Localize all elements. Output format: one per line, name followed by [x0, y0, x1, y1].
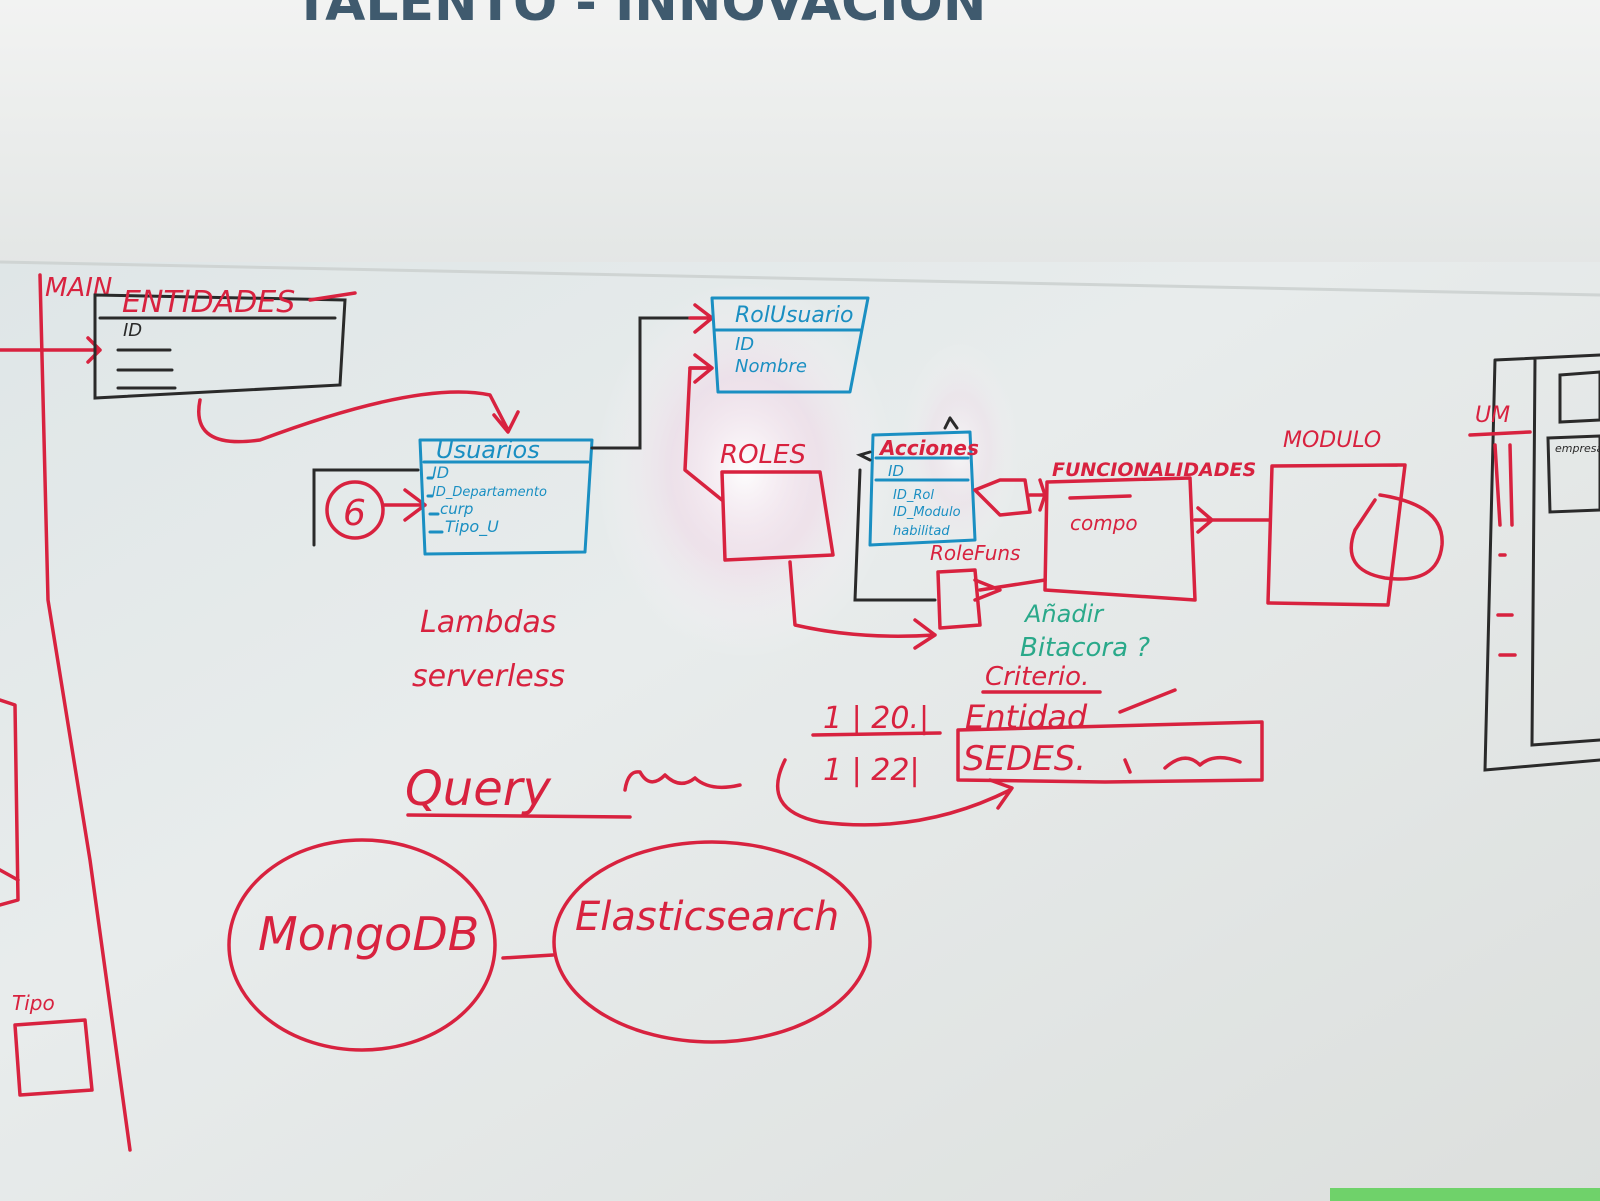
roles-acciones-link: [853, 468, 937, 602]
entidades-usuarios-link: [197, 390, 520, 444]
banner-text: TALENTO - INNOVACIÓN: [294, 0, 987, 33]
ratio-divider: [811, 731, 942, 737]
mongodb-bubble: MongoDB: [227, 838, 497, 1052]
rolefuns-funcionalidades-link: [973, 578, 1047, 602]
tipo-label: Tipo: [12, 991, 55, 1015]
funcionalidades-title: FUNCIONALIDADES: [1052, 459, 1256, 481]
elasticsearch-bubble: Elasticsearch: [552, 840, 872, 1044]
sedes-box: [956, 720, 1264, 784]
rolusuario-roles-link: [683, 366, 724, 502]
bitacora-note-1: Añadir: [1023, 600, 1105, 628]
mongodb-label: MongoDB: [258, 907, 479, 961]
usuarios-rolusuario-link: [590, 316, 712, 450]
board-top-edge: [0, 260, 1600, 297]
main-arrow: [0, 336, 102, 364]
bitacora-note-2: Bitacora ?: [1020, 633, 1150, 663]
entidad-check: [1118, 688, 1177, 714]
right-side-sketch: empresa UM: [1468, 353, 1600, 772]
entidades-field-id: ID: [123, 320, 142, 341]
acciones-box: Acciones ID ID_Rol ID_Modulo habilitad: [855, 416, 979, 547]
elastic-mongo-link: [501, 953, 555, 960]
um-label: UM: [1475, 403, 1510, 428]
rolusuario-box: RolUsuario ID Nombre: [710, 296, 870, 394]
main-divider-line: [38, 273, 132, 1152]
rolusuario-field-nombre: Nombre: [735, 356, 807, 377]
rolefuns-label: RoleFuns: [930, 541, 1020, 565]
modulo-box: MODULO: [1266, 428, 1444, 607]
roles-rolefuns-link: [788, 560, 937, 650]
circle-six: 6: [325, 480, 427, 540]
light-glare: [595, 280, 895, 660]
empresa-label: empresa: [1555, 442, 1600, 455]
black-left-bracket: [312, 468, 420, 547]
query-loop-arrow: [775, 758, 1014, 827]
acciones-field-id: ID: [888, 462, 904, 480]
criterio-note: Criterio.: [985, 662, 1089, 692]
usuarios-title: Usuarios: [436, 436, 540, 464]
usuarios-field-curp: curp: [440, 500, 473, 518]
modulo-title: MODULO: [1283, 428, 1381, 453]
usuarios-field-tipo: Tipo_U: [445, 517, 499, 537]
lambdas-note: Lambdas: [420, 605, 556, 640]
entidades-title: ENTIDADES: [122, 285, 295, 320]
query-scribble: [623, 770, 742, 792]
rolefuns-box: [936, 568, 982, 630]
serverless-note: serverless: [412, 659, 565, 694]
rolusuario-title: RolUsuario: [735, 303, 853, 328]
funcionalidades-box: FUNCIONALIDADES compo: [1043, 459, 1256, 602]
roles-title: ROLES: [720, 440, 806, 470]
rolusuario-field-id: ID: [735, 334, 754, 355]
bottom-green-strip: [1330, 1188, 1600, 1201]
sedes-squiggle: [1123, 755, 1242, 774]
main-label: MAIN: [45, 273, 112, 303]
wall-background: [0, 0, 1600, 270]
ratio-note-1: 1 | 20.|: [823, 701, 929, 736]
acciones-field-idrol: ID_Rol: [893, 488, 934, 503]
elasticsearch-label: Elasticsearch: [575, 894, 839, 940]
funcionalidades-modulo-link: [1193, 506, 1272, 534]
query-underline: [406, 813, 632, 819]
acciones-title: Acciones: [878, 436, 979, 460]
usuarios-field-departamento: ID_Departamento: [432, 485, 547, 500]
entidades-box: ENTIDADES ID: [93, 285, 357, 400]
sedes-note: SEDES.: [963, 739, 1086, 779]
ratio-note-2: 1 | 22|: [823, 753, 920, 788]
acciones-field-habilitad: habilitad: [893, 524, 950, 539]
usuarios-box: Usuarios ID ID_Departamento curp Tipo_U: [418, 436, 594, 556]
acciones-funcionalidades-connector: [973, 478, 1047, 517]
acciones-field-idmodulo: ID_Modulo: [893, 505, 961, 520]
usuarios-field-id: ID: [432, 463, 449, 482]
query-note: Query: [405, 761, 551, 817]
circle-six-number: 6: [343, 493, 366, 534]
roles-box: ROLES: [720, 440, 835, 562]
left-edge-sketch: Tipo: [0, 698, 94, 1097]
funcionalidades-line: compo: [1070, 511, 1138, 535]
